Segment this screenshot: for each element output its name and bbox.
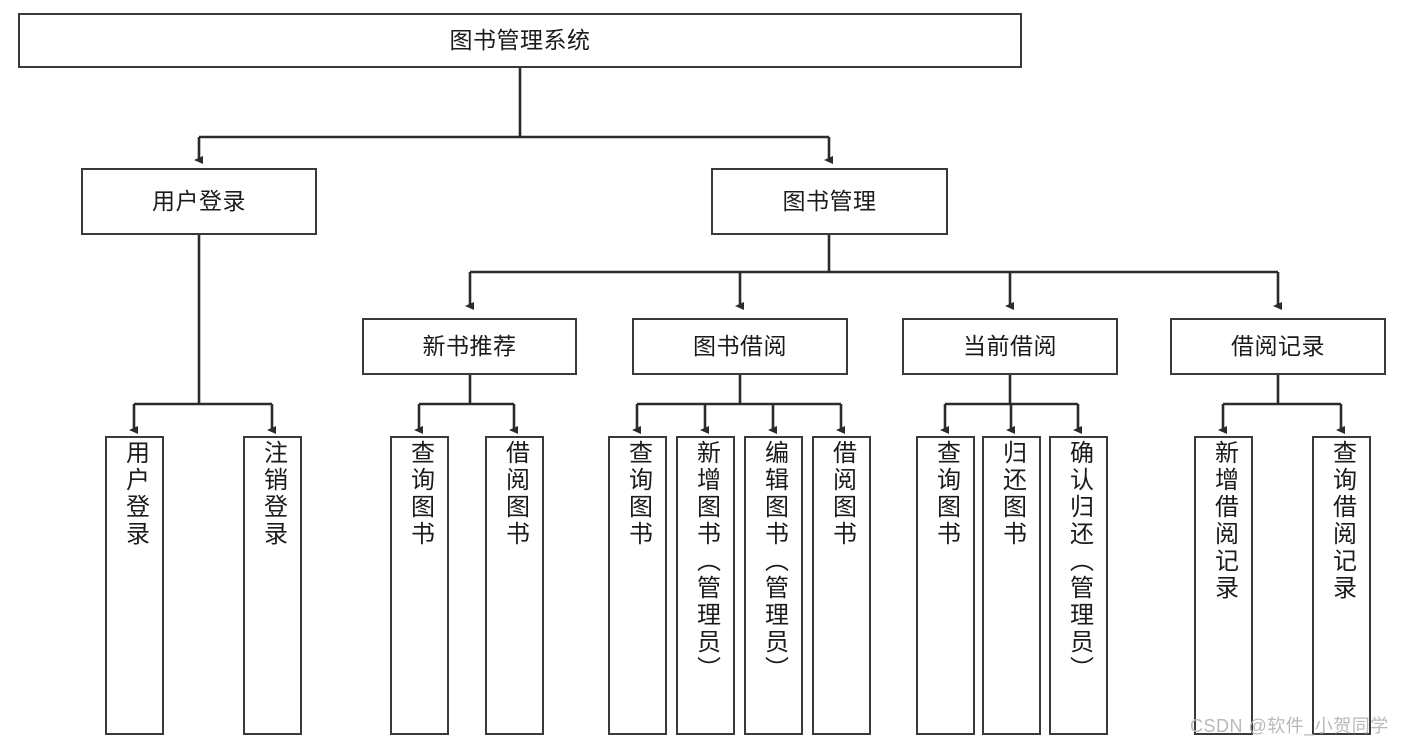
node-root-system[interactable]: 图书管理系统 xyxy=(18,13,1022,68)
node-label: 查询图书 xyxy=(624,440,652,548)
node-book-borrow[interactable]: 图书借阅 xyxy=(632,318,848,375)
node-label: 查询图书 xyxy=(406,440,434,548)
leaf-user-login[interactable]: 用户登录 xyxy=(105,436,164,735)
node-label: 用户登录 xyxy=(121,440,149,548)
node-label: 用户登录 xyxy=(152,187,246,214)
node-label: 查询借阅记录 xyxy=(1328,440,1356,602)
leaf-return-book[interactable]: 归还图书 xyxy=(982,436,1041,735)
node-label: 新增图书（管理员） xyxy=(692,440,720,683)
node-label: 借阅图书 xyxy=(828,440,856,548)
node-label: 图书管理系统 xyxy=(449,26,591,53)
leaf-query-book-borrow[interactable]: 查询图书 xyxy=(608,436,667,735)
node-label: 新增借阅记录 xyxy=(1210,440,1238,602)
node-label: 当前借阅 xyxy=(963,332,1057,359)
node-current-borrow[interactable]: 当前借阅 xyxy=(902,318,1118,375)
leaf-query-book-recommend[interactable]: 查询图书 xyxy=(390,436,449,735)
leaf-edit-book[interactable]: 编辑图书（管理员） xyxy=(744,436,803,735)
watermark-text: CSDN @软件_小贺同学 xyxy=(1190,716,1389,736)
leaf-add-borrow-record[interactable]: 新增借阅记录 xyxy=(1194,436,1253,735)
node-label: 查询图书 xyxy=(932,440,960,548)
node-label: 借阅记录 xyxy=(1231,332,1325,359)
node-label: 图书借阅 xyxy=(693,332,787,359)
node-label: 新书推荐 xyxy=(422,332,517,359)
leaf-confirm-return[interactable]: 确认归还（管理员） xyxy=(1049,436,1108,735)
node-label: 确认归还（管理员） xyxy=(1065,440,1093,683)
node-label: 编辑图书（管理员） xyxy=(760,440,788,683)
leaf-borrow-book-recommend[interactable]: 借阅图书 xyxy=(485,436,544,735)
node-user-login[interactable]: 用户登录 xyxy=(81,168,317,235)
node-label: 借阅图书 xyxy=(501,440,529,548)
node-label: 图书管理 xyxy=(782,187,877,214)
leaf-query-borrow-record[interactable]: 查询借阅记录 xyxy=(1312,436,1371,735)
node-label: 注销登录 xyxy=(259,440,287,548)
node-borrow-record[interactable]: 借阅记录 xyxy=(1170,318,1386,375)
node-label: 归还图书 xyxy=(998,440,1026,548)
leaf-borrow-book[interactable]: 借阅图书 xyxy=(812,436,871,735)
leaf-add-book[interactable]: 新增图书（管理员） xyxy=(676,436,735,735)
node-book-management[interactable]: 图书管理 xyxy=(711,168,948,235)
leaf-query-book-current[interactable]: 查询图书 xyxy=(916,436,975,735)
leaf-logout-login[interactable]: 注销登录 xyxy=(243,436,302,735)
node-new-book-recommend[interactable]: 新书推荐 xyxy=(362,318,577,375)
